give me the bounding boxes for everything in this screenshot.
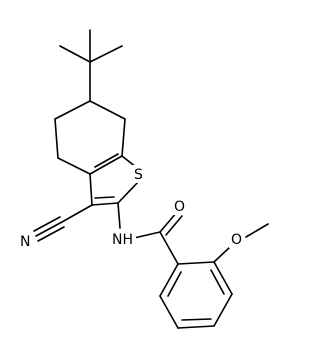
- bond-carbonyl-o: [159, 211, 178, 233]
- bond-b2-b3-double: [210, 269, 225, 295]
- structure-canvas: S O O NH N: [18, 29, 269, 329]
- bond-c3a-c7a: [89, 155, 123, 175]
- sulfur-atom-label: S: [134, 167, 143, 183]
- chemical-structure: S O O NH N: [18, 29, 269, 329]
- bond-b4-b5-double: [181, 318, 212, 321]
- bond-c2-c3-double: [94, 196, 115, 199]
- thiophene-ring: [89, 153, 141, 206]
- bond-c6-c7: [89, 100, 126, 120]
- bond-b2-o: [213, 246, 231, 263]
- bond-c2-n: [117, 202, 121, 229]
- nitrile-n-mask: [18, 232, 34, 250]
- amide-nh-mask: [110, 230, 136, 248]
- bond-c3a-c7a-double: [94, 153, 119, 168]
- bond-c3-c3a: [89, 173, 93, 206]
- bond-tbu-methyl-left: [59, 45, 91, 63]
- bond-c6-c5: [54, 100, 91, 120]
- bond-c4-c3a: [57, 157, 91, 175]
- tert-butyl-group: [59, 29, 123, 102]
- bond-carbonyl-aryl: [159, 231, 179, 265]
- bond-cn-triple-c: [37, 226, 65, 242]
- amide-nh-label: NH: [112, 232, 133, 248]
- sulfur-label-mask: [132, 165, 148, 183]
- methoxy-oxygen-mask: [229, 230, 245, 248]
- bond-b2-b3: [213, 261, 233, 295]
- bond-b1-b2: [177, 261, 215, 265]
- bond-b1-b6-double: [167, 271, 182, 297]
- benzene-ring: [159, 261, 233, 329]
- bond-c5-c4: [54, 118, 59, 159]
- bond-cn-triple-b: [33, 216, 61, 232]
- methoxy-oxygen-label: O: [231, 232, 242, 248]
- bond-b5-b6: [159, 295, 179, 329]
- bond-b4-b5: [177, 325, 215, 329]
- bond-b6-b1: [159, 263, 179, 297]
- bond-c7-c7a: [121, 118, 126, 157]
- bond-tbu-methyl-right: [89, 45, 123, 63]
- cyclohexene-ring: [54, 100, 126, 175]
- bond-carbonyl-o-double: [165, 215, 183, 236]
- nitrile-group: [33, 204, 93, 242]
- bond-b3-b4: [213, 293, 233, 327]
- bond-n-carbonyl: [133, 231, 161, 239]
- bond-o-methyl: [245, 223, 269, 238]
- amide-linkage: [117, 202, 183, 265]
- bond-cn-triple-a: [35, 221, 63, 237]
- bond-c2-c3: [91, 202, 119, 206]
- carbonyl-oxygen-label: O: [174, 199, 185, 215]
- bond-c3-cn: [61, 204, 93, 223]
- bond-s-c2: [117, 179, 141, 204]
- carbonyl-oxygen-mask: [172, 197, 188, 215]
- nitrile-n-label: N: [20, 234, 30, 250]
- methoxy-group: [213, 223, 269, 263]
